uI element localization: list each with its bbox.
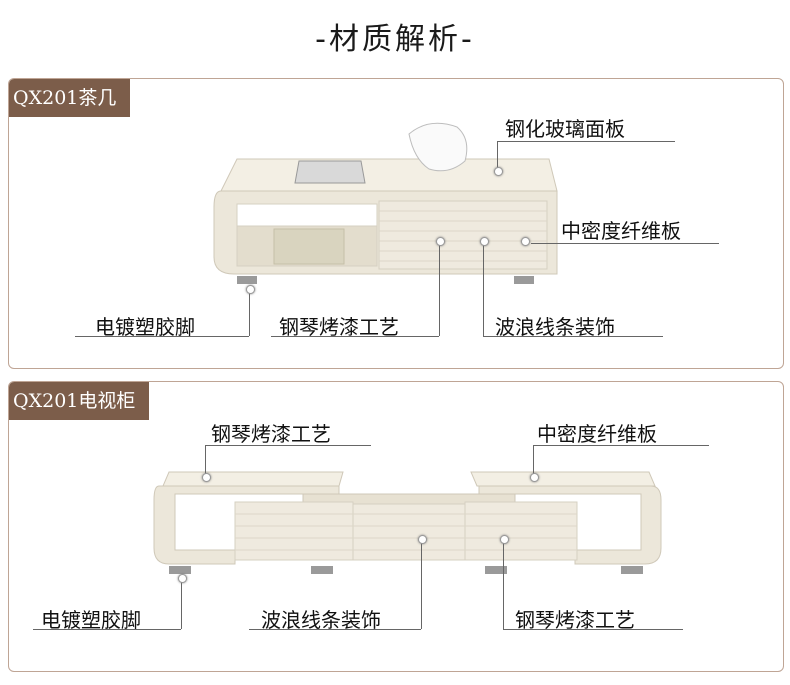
tv-plated-feet-label: 电镀塑胶脚 — [41, 608, 141, 632]
tv-mdf-board-marker — [530, 473, 539, 482]
coffee-table-illustration — [213, 122, 558, 284]
coffee-table-panel: QX201茶几 钢化玻璃面板 中密度纤维板 电镀塑胶脚 钢 — [8, 78, 784, 369]
mdf-board-label: 中密度纤维板 — [561, 219, 681, 243]
piano-lacquer-label: 钢琴烤漆工艺 — [279, 315, 399, 339]
page-title: -材质解析- — [315, 22, 475, 57]
coffee-table-tag: QX201茶几 — [9, 79, 131, 117]
tv-piano-lacquer-top-label: 钢琴烤漆工艺 — [211, 422, 331, 446]
glass-panel-marker — [494, 167, 503, 176]
piano-lacquer-marker — [436, 237, 445, 246]
tv-cabinet-panel: QX201电视柜 钢琴烤漆工艺 中密度纤维板 — [8, 381, 784, 672]
glass-panel-label: 钢化玻璃面板 — [505, 117, 625, 141]
tv-cabinet-illustration — [153, 471, 662, 574]
tv-plated-feet-marker — [178, 574, 187, 583]
wave-lines-label: 波浪线条装饰 — [495, 315, 615, 339]
tv-wave-lines-marker — [418, 535, 427, 544]
tv-piano-lacquer-bottom-label: 钢琴烤漆工艺 — [515, 608, 635, 632]
tv-piano-lacquer-top-marker — [202, 473, 211, 482]
tv-piano-lacquer-bottom-marker — [500, 535, 509, 544]
tv-mdf-board-label: 中密度纤维板 — [537, 422, 657, 446]
mdf-board-marker — [521, 237, 530, 246]
tv-wave-lines-label: 波浪线条装饰 — [261, 608, 381, 632]
plated-feet-label: 电镀塑胶脚 — [95, 315, 195, 339]
wave-lines-marker — [480, 237, 489, 246]
tv-cabinet-tag: QX201电视柜 — [9, 382, 150, 420]
plated-feet-marker — [246, 285, 255, 294]
